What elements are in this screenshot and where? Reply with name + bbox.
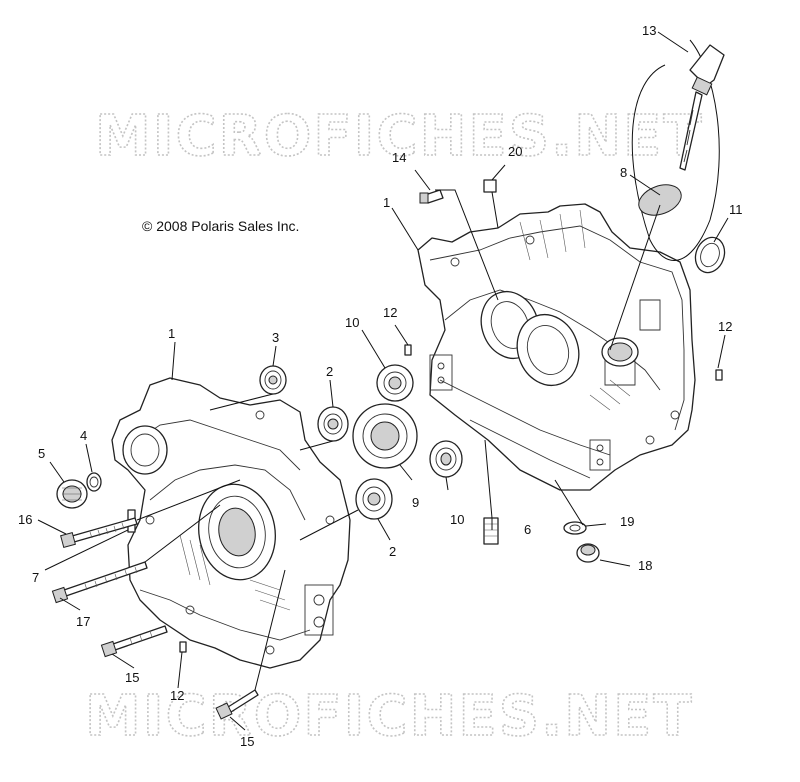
callout-2-lower: 2 bbox=[389, 544, 396, 559]
dowel-pin-12b bbox=[715, 369, 723, 381]
bearing-10-upper bbox=[376, 364, 414, 402]
callout-19: 19 bbox=[620, 514, 634, 529]
callout-13: 13 bbox=[642, 23, 656, 38]
callout-1-left: 1 bbox=[168, 326, 175, 341]
watermark-top: MICROFICHES.NET bbox=[95, 104, 704, 169]
bolt-14 bbox=[419, 189, 444, 204]
right-crankcase-half bbox=[417, 203, 696, 491]
bolt-15-upper bbox=[100, 625, 168, 658]
bolt-17 bbox=[51, 561, 148, 604]
oil-seal-11 bbox=[694, 236, 726, 274]
callout-labels: 13 8 11 14 20 1 1 12 12 12 10 10 3 2 2 4… bbox=[18, 23, 743, 749]
plug-5 bbox=[56, 479, 88, 509]
callout-14: 14 bbox=[392, 150, 406, 165]
callout-9: 9 bbox=[412, 495, 419, 510]
callout-11: 11 bbox=[729, 202, 743, 217]
bearing-2-lower bbox=[355, 478, 393, 520]
callout-6: 6 bbox=[524, 522, 531, 537]
copyright-notice: © 2008 Polaris Sales Inc. bbox=[142, 218, 299, 234]
callout-10-lower: 10 bbox=[450, 512, 464, 527]
bearing-10-lower bbox=[429, 440, 463, 478]
leader-lines bbox=[37, 31, 729, 731]
fitting-6 bbox=[483, 517, 499, 545]
callout-16: 16 bbox=[18, 512, 32, 527]
bearing-9 bbox=[352, 403, 418, 469]
bolt-16 bbox=[60, 517, 138, 548]
callout-10-upper: 10 bbox=[345, 315, 359, 330]
dowel-pin-12a bbox=[404, 344, 412, 356]
washer-19 bbox=[563, 521, 587, 535]
callout-12-bottom: 12 bbox=[170, 688, 184, 703]
callout-5: 5 bbox=[38, 446, 45, 461]
callout-8: 8 bbox=[620, 165, 627, 180]
left-crankcase-half bbox=[111, 377, 351, 669]
dowel-pin-12c bbox=[179, 641, 187, 653]
callout-15-lower: 15 bbox=[240, 734, 254, 749]
callout-7: 7 bbox=[32, 570, 39, 585]
callout-2-upper: 2 bbox=[326, 364, 333, 379]
seal-4 bbox=[86, 472, 102, 492]
bearing-3 bbox=[259, 365, 287, 395]
callout-4: 4 bbox=[80, 428, 87, 443]
callout-12-right: 12 bbox=[718, 319, 732, 334]
bolt-15-lower bbox=[215, 689, 259, 720]
callout-17: 17 bbox=[76, 614, 90, 629]
callout-20: 20 bbox=[508, 144, 522, 159]
dowel-20 bbox=[483, 179, 497, 193]
watermark-bottom: MICROFICHES.NET bbox=[85, 684, 694, 749]
callout-1-right: 1 bbox=[383, 195, 390, 210]
callout-12-mid: 12 bbox=[383, 305, 397, 320]
dipstick-assembly bbox=[631, 39, 725, 261]
callout-15-upper: 15 bbox=[125, 670, 139, 685]
callout-3: 3 bbox=[272, 330, 279, 345]
callout-18: 18 bbox=[638, 558, 652, 573]
bearing-2-upper bbox=[317, 406, 349, 442]
drain-plug-18 bbox=[576, 543, 600, 563]
